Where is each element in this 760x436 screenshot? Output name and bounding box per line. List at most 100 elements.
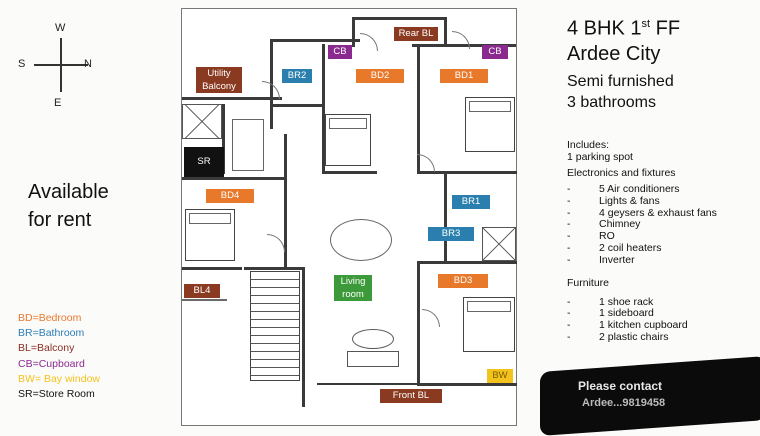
duct-shaft	[182, 104, 222, 139]
compass: W S N E	[0, 0, 120, 120]
wall	[182, 299, 227, 301]
list-item: - 5 Air conditioners	[567, 183, 717, 196]
wall	[182, 177, 287, 180]
list-item-text: Chimney	[599, 218, 641, 231]
door-swing	[262, 81, 280, 99]
door-swing	[360, 33, 378, 51]
room-living: Living room	[334, 275, 372, 301]
room-utility-balcony: Utility Balcony	[196, 67, 242, 93]
compass-east: E	[54, 97, 62, 109]
bullet-marker: -	[567, 307, 571, 320]
wall	[284, 134, 287, 270]
legend-item: BR=Bathroom	[18, 327, 85, 340]
wall	[317, 383, 417, 385]
kitchen-counter	[232, 119, 264, 171]
list-item-text: 2 coil heaters	[599, 241, 662, 254]
furniture-heading: Furniture	[567, 276, 610, 289]
door-swing	[267, 234, 285, 252]
legend-item: BW= Bay window	[18, 372, 100, 385]
room-bd1: BD1	[440, 69, 488, 83]
room-bw: BW	[487, 369, 513, 383]
list-item: - Lights & fans	[567, 194, 717, 208]
bullet-marker: -	[567, 194, 571, 207]
availability-text: Available for rent	[28, 178, 109, 234]
wall	[182, 97, 282, 100]
redacted-contact-area	[540, 356, 760, 436]
wall	[417, 171, 517, 174]
room-bl4: BL4	[184, 284, 220, 298]
furniture-list: -1 shoe rack-1 sideboard-1 kitchen cupbo…	[567, 295, 717, 344]
list-item-text: 1 sideboard	[599, 307, 654, 320]
bullet-marker: -	[567, 319, 571, 332]
dining-table	[330, 219, 392, 261]
bed-bd3	[463, 297, 515, 352]
listing-header: 4 BHK 1st FF Ardee City Semi furnished 3…	[567, 12, 680, 113]
compass-horizontal-line	[34, 64, 88, 66]
coffee-table	[352, 329, 394, 349]
listing-bathrooms: 3 bathrooms	[567, 93, 656, 111]
bullet-marker: -	[567, 253, 571, 266]
room-br1: BR1	[452, 195, 490, 209]
list-item: - RO	[567, 230, 717, 243]
legend-item: SR=Store Room	[18, 388, 95, 401]
bullet-marker: -	[567, 183, 571, 195]
legend-item: BL=Balcony	[18, 342, 75, 355]
door-swing	[422, 309, 440, 327]
compass-south: S	[18, 58, 26, 70]
door-swing	[452, 31, 470, 49]
wall	[444, 17, 447, 47]
room-bd4: BD4	[206, 189, 254, 203]
includes-heading: Includes:	[567, 139, 610, 151]
legend-item: BD=Bedroom	[18, 312, 82, 324]
contact-line-2: Ardee...9819458	[582, 397, 666, 409]
wall	[352, 17, 355, 47]
bed-bd2	[325, 114, 371, 166]
includes-parking: 1 parking spot	[567, 151, 633, 163]
wall	[182, 267, 242, 270]
listing-project: Ardee City	[567, 42, 661, 65]
bullet-marker: -	[567, 241, 571, 254]
list-item-text: RO	[599, 230, 615, 243]
room-rear-bl: Rear BL	[394, 27, 438, 41]
list-item: - 1 sideboard	[567, 307, 717, 320]
list-item: - Chimney	[567, 218, 717, 231]
listing-title: 4 BHK 1st FF	[567, 17, 681, 40]
wall	[322, 171, 377, 174]
bullet-marker: -	[567, 230, 571, 243]
bed-bd4	[185, 209, 235, 261]
room-bd2: BD2	[356, 69, 404, 83]
listing-furnishing: Semi furnished	[567, 72, 674, 90]
wall	[417, 383, 517, 386]
bullet-marker: -	[567, 206, 571, 219]
list-item: -2 plastic chairs	[567, 330, 717, 344]
sofa	[347, 351, 399, 367]
bullet-marker: -	[567, 295, 571, 308]
wall	[270, 39, 360, 42]
list-item: -1 shoe rack	[567, 295, 717, 309]
list-item-text: Lights & fans	[599, 194, 660, 207]
staircase	[250, 271, 300, 381]
room-front-bl: Front BL	[380, 389, 442, 403]
includes-section: Includes: 1 parking spot Electronics and…	[567, 139, 717, 344]
room-br3: BR3	[428, 227, 474, 241]
list-item-text: 5 Air conditioners	[599, 183, 680, 195]
room-cb-right: CB	[482, 45, 508, 59]
wall	[444, 174, 447, 264]
list-item: -Inverter	[567, 253, 717, 267]
wall	[302, 267, 305, 407]
bullet-marker: -	[567, 218, 571, 231]
room-cb-left: CB	[328, 45, 352, 59]
list-item: - 2 coil heaters	[567, 241, 717, 255]
list-item-text: 2 plastic chairs	[599, 330, 669, 343]
duct-shaft	[482, 227, 516, 261]
wall	[417, 261, 420, 386]
list-item: - 4 geysers & exhaust fans	[567, 206, 717, 220]
contact-line-1: Please contact	[578, 379, 663, 393]
list-item-text: 1 kitchen cupboard	[599, 319, 688, 332]
wall	[352, 17, 447, 20]
room-br2: BR2	[282, 69, 312, 83]
door-swing	[417, 154, 435, 172]
electronics-heading: Electronics and fixtures	[567, 167, 676, 179]
list-item-text: 4 geysers & exhaust fans	[599, 206, 717, 219]
